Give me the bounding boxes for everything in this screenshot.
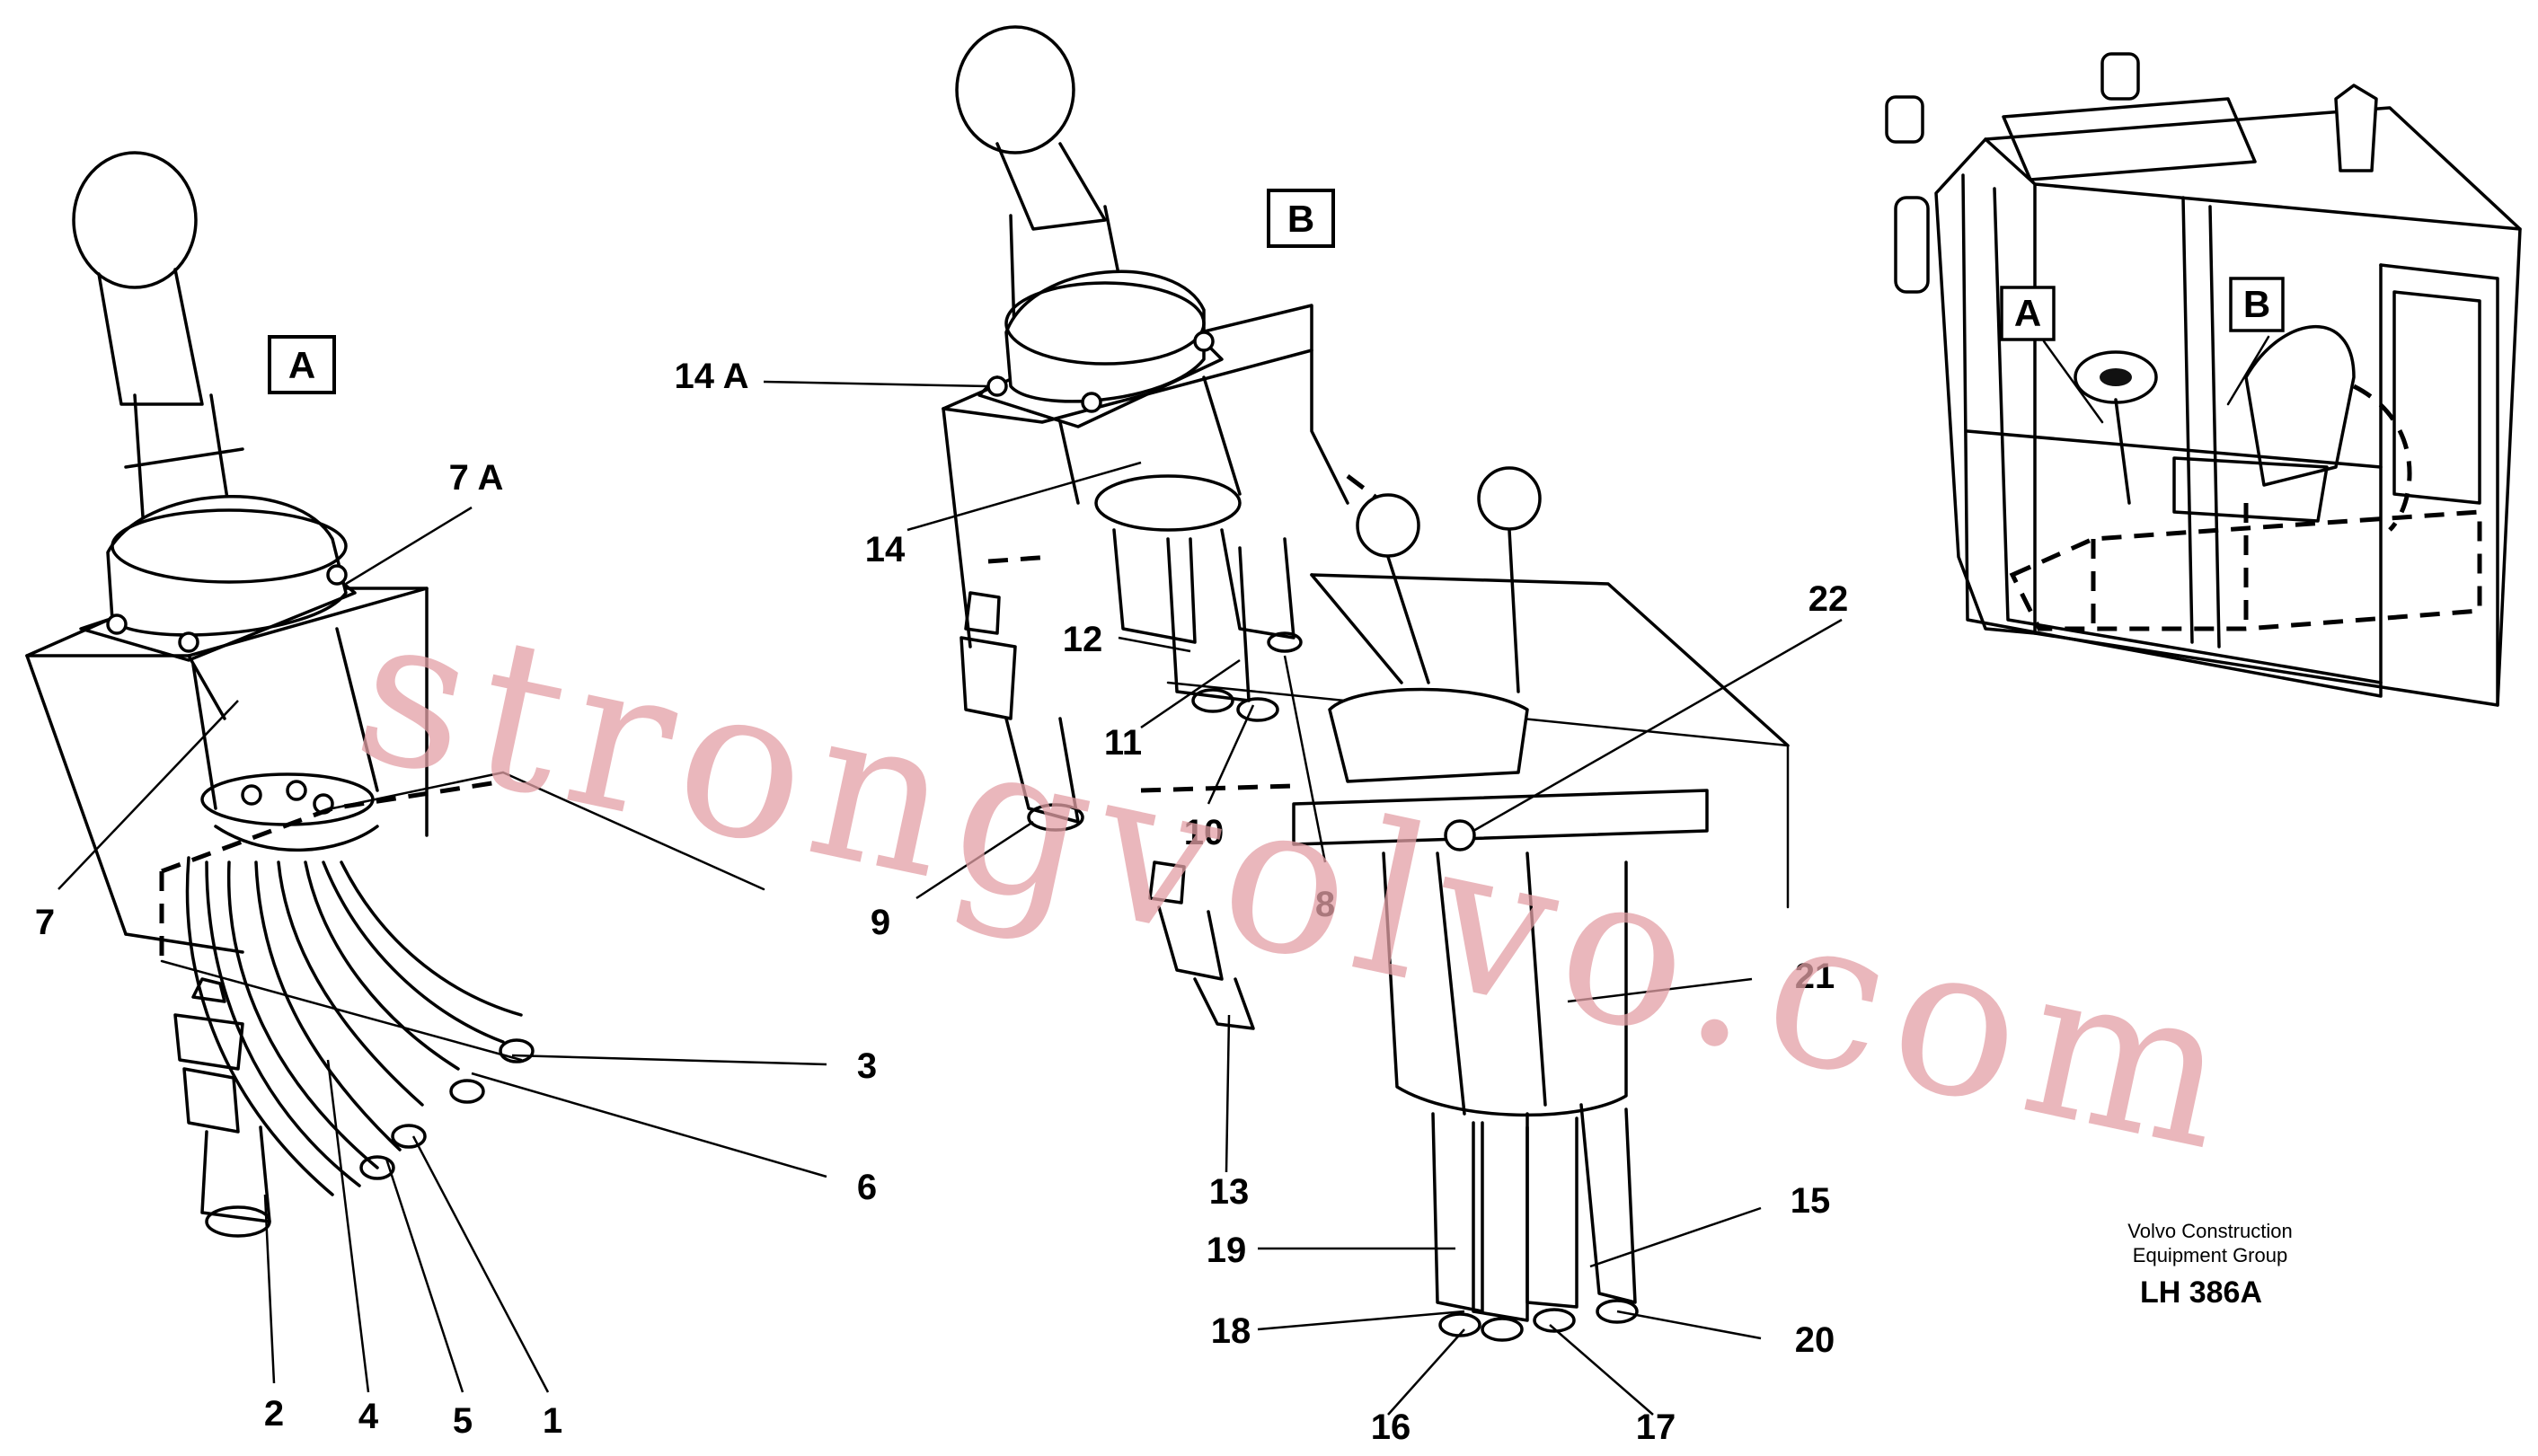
label-part-8: 8 <box>1315 885 1335 924</box>
label-part-21: 21 <box>1795 957 1835 996</box>
label-part-6: 6 <box>857 1168 877 1207</box>
label-part-5: 5 <box>453 1401 473 1441</box>
watermark-text: strongvolvo.com <box>339 567 2259 1199</box>
label-part-20: 20 <box>1795 1320 1835 1360</box>
view-a-label: A <box>288 344 315 386</box>
inset-a-tag <box>2000 286 2056 341</box>
credit-line-1: Volvo Construction <box>2127 1220 2292 1242</box>
label-part-3: 3 <box>857 1046 877 1086</box>
label-part-14: 14 <box>865 530 906 569</box>
label-part-14a: 14 A <box>674 357 748 396</box>
view-b-label: B <box>1287 198 1314 240</box>
label-part-4: 4 <box>358 1397 379 1436</box>
label-part-1: 1 <box>543 1401 562 1441</box>
view-b-tag <box>1267 189 1335 248</box>
view-a-tag <box>268 335 336 394</box>
assembly-a <box>25 151 765 1238</box>
label-part-13: 13 <box>1209 1172 1250 1212</box>
label-part-22: 22 <box>1808 579 1849 619</box>
inset-a-label: A <box>2014 292 2041 334</box>
credit-line-2: Equipment Group <box>2133 1244 2287 1266</box>
label-part-16: 16 <box>1371 1407 1411 1447</box>
label-part-2: 2 <box>264 1394 284 1434</box>
label-part-19: 19 <box>1207 1231 1247 1270</box>
assembly-b <box>942 25 1790 1342</box>
label-part-9: 9 <box>871 903 890 942</box>
label-part-7a: 7 A <box>449 458 504 498</box>
cab-inset <box>1885 52 2522 707</box>
label-part-10: 10 <box>1184 813 1225 852</box>
label-part-15: 15 <box>1791 1181 1831 1221</box>
label-part-18: 18 <box>1211 1311 1251 1351</box>
leader-lines <box>57 380 1843 1416</box>
label-part-11: 11 <box>1104 723 1142 763</box>
inset-b-tag <box>2229 277 2285 332</box>
inset-b-label: B <box>2243 283 2270 325</box>
label-part-17: 17 <box>1636 1407 1676 1447</box>
label-part-7: 7 <box>35 903 55 942</box>
label-part-12: 12 <box>1063 620 1103 659</box>
drawing-code: LH 386A <box>2140 1275 2262 1310</box>
